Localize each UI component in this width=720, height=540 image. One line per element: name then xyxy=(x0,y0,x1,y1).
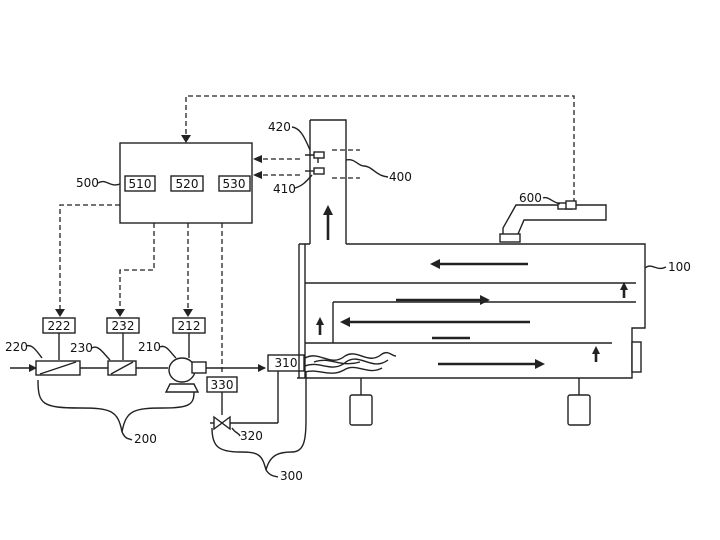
arrow-into-controller xyxy=(181,135,191,143)
label-600: 600 xyxy=(519,191,542,205)
controller-530-label: 530 xyxy=(223,177,246,191)
leader-500 xyxy=(98,182,120,185)
label-410: 410 xyxy=(273,182,296,196)
sensor-600 xyxy=(558,201,576,209)
label-500: 500 xyxy=(76,176,99,190)
leg-right xyxy=(568,395,590,425)
label-200: 200 xyxy=(134,432,157,446)
signal-line-232 xyxy=(120,223,154,310)
burner-310-label: 310 xyxy=(275,356,298,370)
valve-320 xyxy=(214,417,230,429)
label-100: 100 xyxy=(668,260,691,274)
pump-210 xyxy=(166,358,206,392)
leg-left xyxy=(350,395,372,425)
controller-520-label: 520 xyxy=(176,177,199,191)
exhaust-sensors xyxy=(305,150,360,178)
leader-100 xyxy=(645,266,666,268)
label-210: 210 xyxy=(138,340,161,354)
burner-flame xyxy=(305,353,396,374)
label-420: 420 xyxy=(268,120,291,134)
sensor-212-label: 212 xyxy=(178,319,201,333)
sensor-232-label: 232 xyxy=(112,319,135,333)
leader-400 xyxy=(346,160,388,177)
label-230: 230 xyxy=(70,341,93,355)
controller-510-label: 510 xyxy=(129,177,152,191)
label-320: 320 xyxy=(240,429,263,443)
label-220: 220 xyxy=(5,340,28,354)
label-300: 300 xyxy=(280,469,303,483)
sensor-330-label: 330 xyxy=(211,378,234,392)
label-400: 400 xyxy=(389,170,412,184)
sensor-222-label: 222 xyxy=(48,319,71,333)
signal-line-222 xyxy=(60,205,120,310)
controller-box: 510 520 530 xyxy=(120,143,252,223)
boiler-body xyxy=(297,120,645,425)
